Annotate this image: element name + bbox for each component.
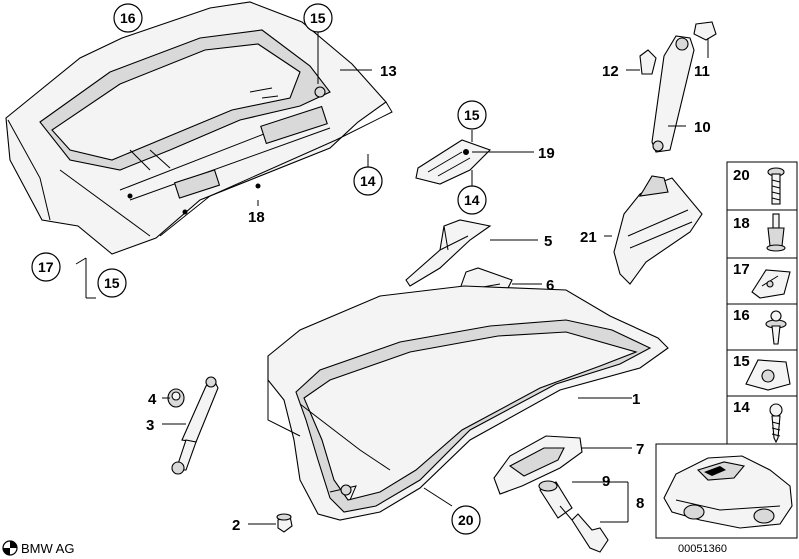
- callout-9: 9: [602, 473, 610, 490]
- legend-label-18: 18: [733, 215, 750, 232]
- legend-label-20: 20: [733, 167, 750, 184]
- lock-part-21: [613, 175, 703, 285]
- callout-7: 7: [636, 441, 644, 458]
- footer-branding: BMW AG: [2, 540, 74, 556]
- callout-circles: [31, 3, 487, 535]
- callout-15-bracket: 15: [464, 107, 480, 123]
- callout-11: 11: [694, 63, 710, 80]
- screw-14-icon: [769, 403, 783, 444]
- callout-15-top: 15: [310, 10, 326, 26]
- callout-13: 13: [380, 63, 397, 80]
- screw-20-icon: [767, 167, 785, 205]
- callout-17: 17: [38, 259, 54, 275]
- callout-8: 8: [636, 495, 644, 512]
- callout-21: 21: [580, 229, 597, 246]
- legend-label-17: 17: [733, 261, 750, 278]
- callout-16: 16: [120, 10, 136, 26]
- glovebox-housing: [5, 1, 393, 255]
- callout-2: 2: [232, 517, 240, 534]
- fastener-legend: 20 18 17 16 15 14: [726, 161, 798, 445]
- key-part-8: [559, 505, 609, 553]
- screw-16-icon: [765, 310, 787, 345]
- callout-3: 3: [146, 417, 154, 434]
- callout-20: 20: [458, 512, 474, 528]
- spring-nut-15-icon: [745, 359, 791, 391]
- callout-4: 4: [148, 391, 157, 408]
- callout-labels: 1 2 3 4 5 6 7 8 9 10 11 12 13 18 19 21 1…: [38, 10, 711, 534]
- callout-15-left: 15: [104, 275, 120, 291]
- leader-lines: [75, 30, 709, 525]
- bracket-part-19: [415, 139, 492, 185]
- handle-part-7: [493, 435, 583, 495]
- buffer-part-4: [167, 388, 185, 408]
- glovebox-lid-part-1: [267, 285, 669, 521]
- lock-cylinder-part-9: [538, 480, 573, 519]
- callout-19: 19: [538, 145, 555, 162]
- legend-label-14: 14: [733, 399, 750, 416]
- callout-14-lower-strip: 14: [360, 173, 376, 189]
- brand-label: BMW AG: [21, 541, 74, 556]
- callout-6: 6: [546, 277, 554, 294]
- buffer-part-2: [276, 513, 293, 533]
- callout-12: 12: [602, 63, 619, 80]
- expanding-clip-18-icon: [766, 213, 786, 252]
- callout-14-bracket: 14: [464, 192, 480, 208]
- trim-part-5: [405, 219, 492, 287]
- callout-18: 18: [248, 209, 265, 226]
- spring-nut-17-icon: [751, 269, 791, 299]
- stay-strap-part-10: [639, 21, 717, 153]
- gas-strut-part-3: [171, 376, 219, 475]
- legend-label-15: 15: [733, 353, 750, 370]
- legend-label-16: 16: [733, 307, 750, 324]
- callout-1: 1: [632, 391, 640, 408]
- drawing-number: 00051360: [678, 543, 727, 555]
- callout-10: 10: [694, 119, 711, 136]
- vehicle-location-inset: 00051360: [655, 443, 798, 555]
- callout-5: 5: [544, 233, 552, 250]
